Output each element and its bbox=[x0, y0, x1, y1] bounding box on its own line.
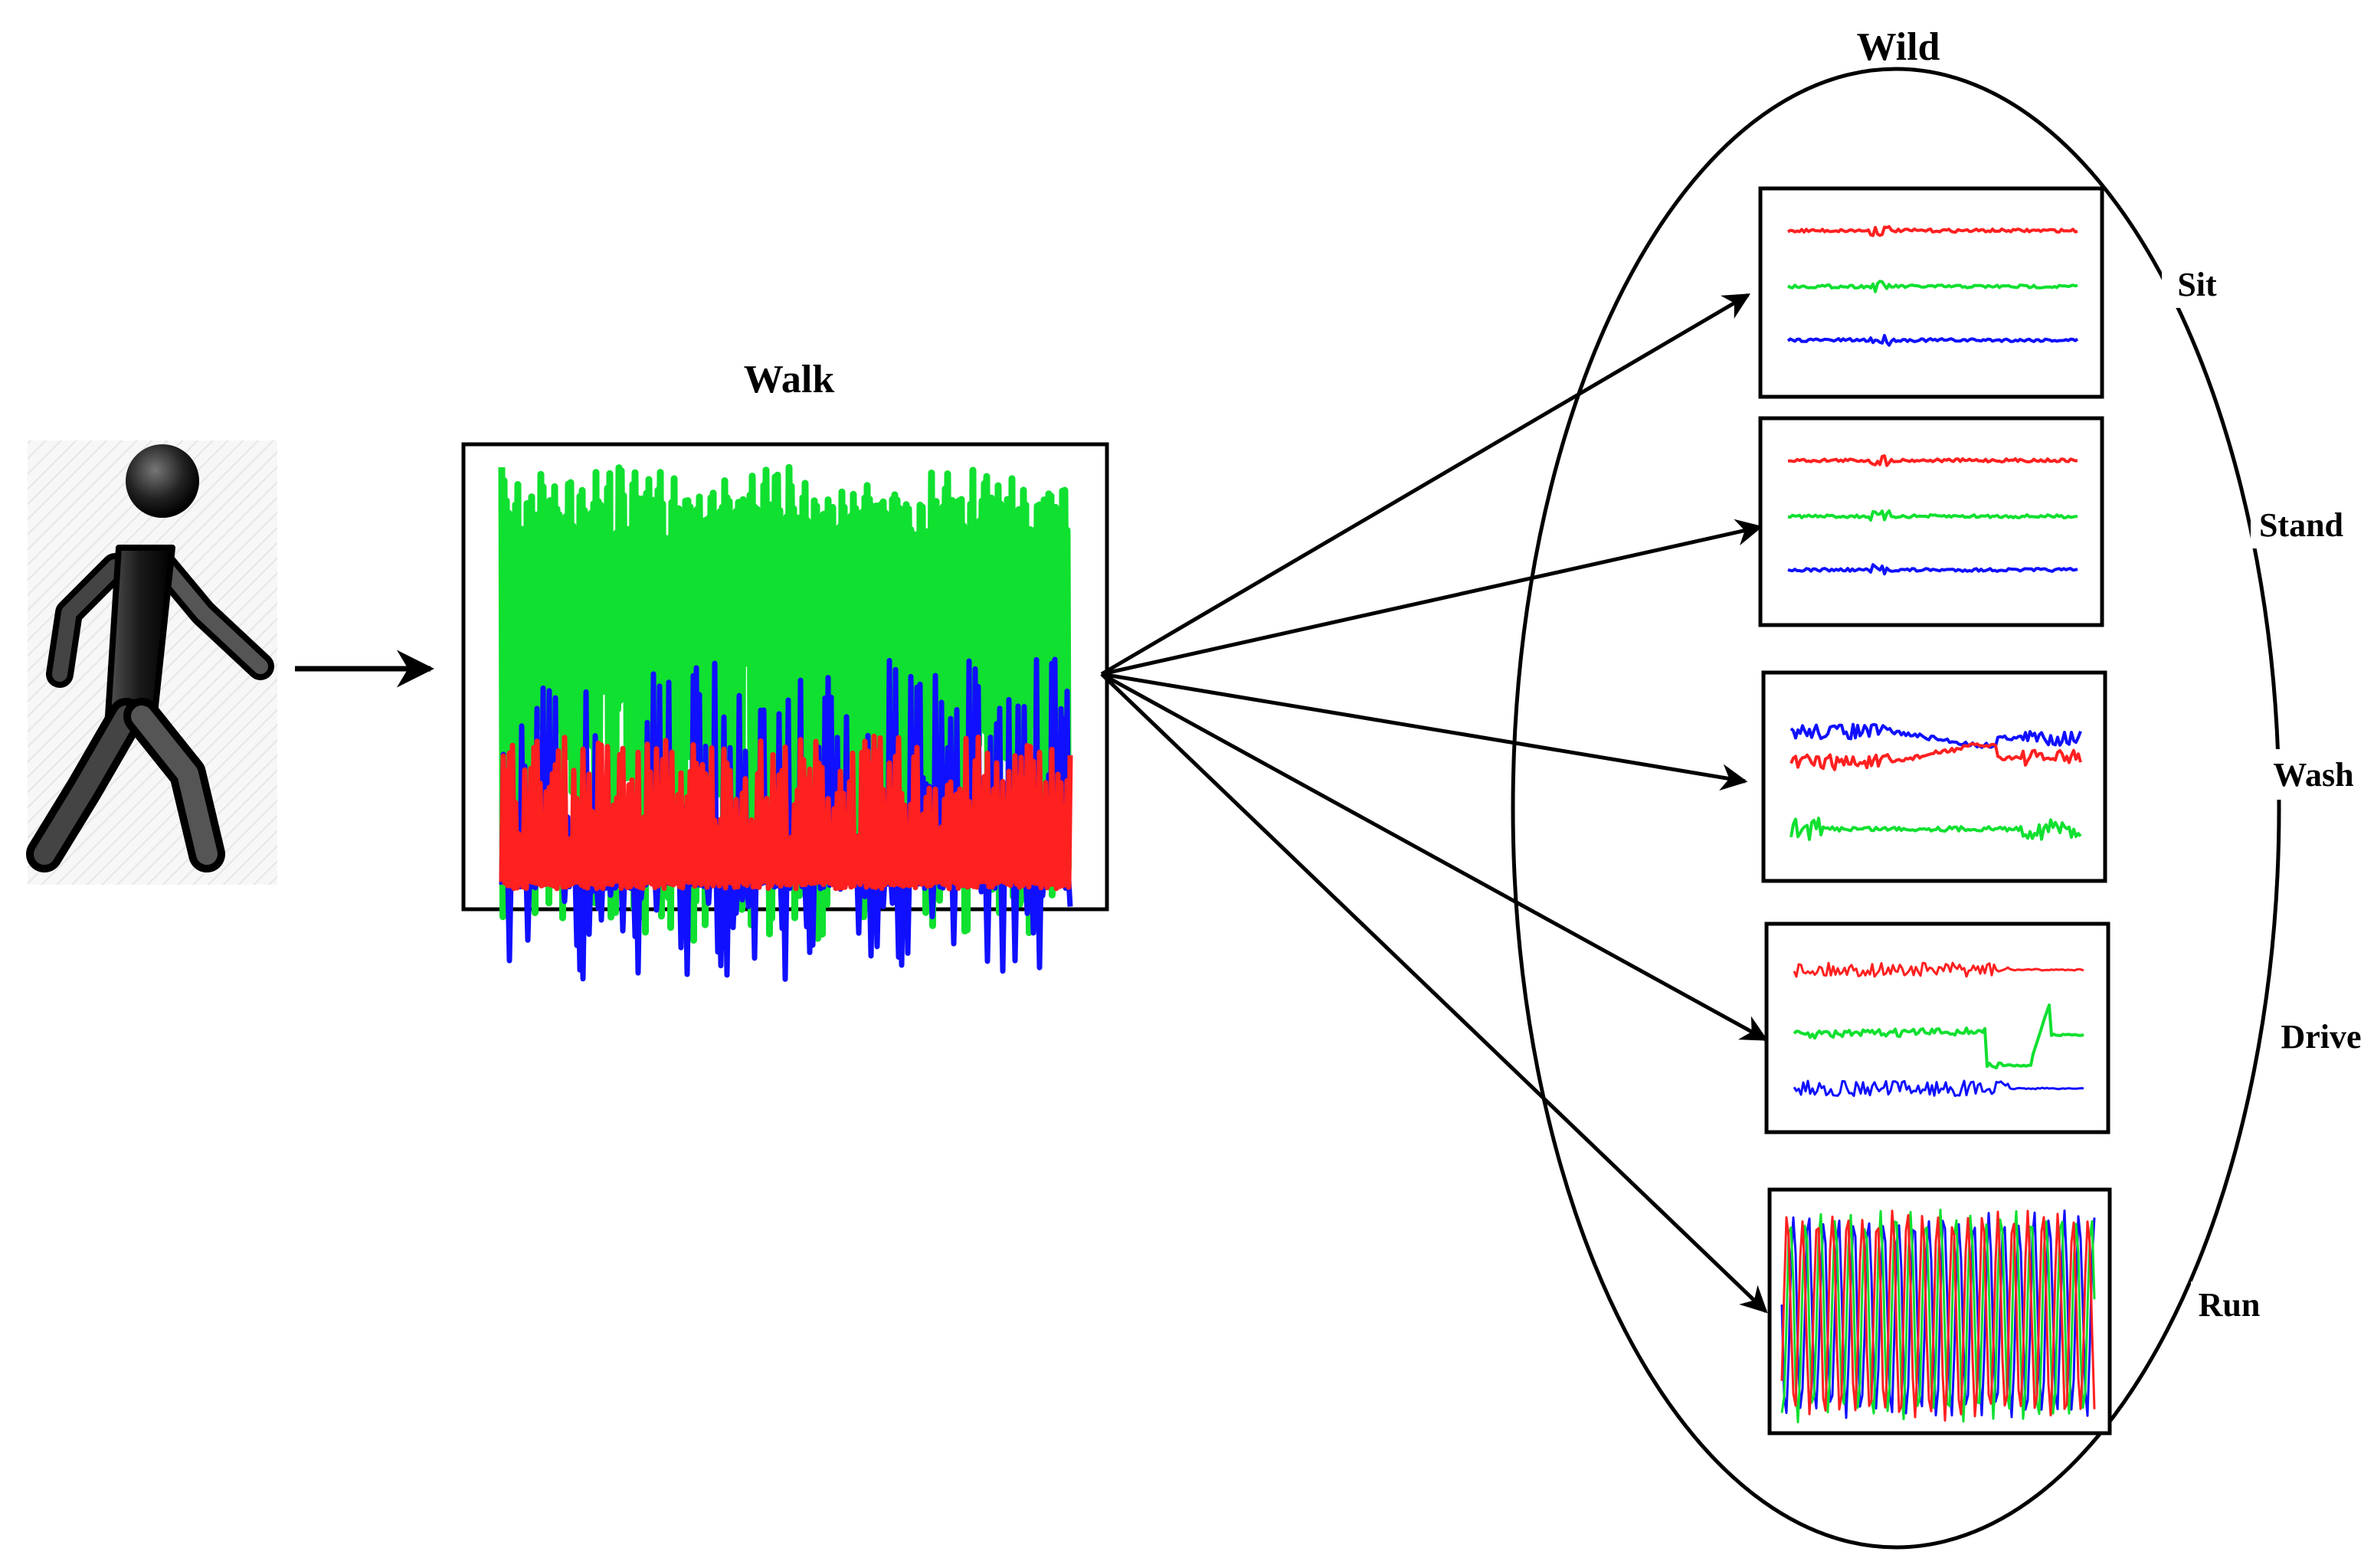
walk-x-axis-trace bbox=[499, 733, 1073, 892]
fan-out-arrows bbox=[1100, 293, 1769, 1314]
activity-label-wash: Wash bbox=[2273, 756, 2353, 794]
walk-title: Walk bbox=[744, 358, 835, 401]
arrow-to-wash bbox=[1101, 672, 1748, 791]
run-z-axis-trace bbox=[1780, 1210, 2096, 1419]
arrow-to-stand bbox=[1101, 519, 1763, 676]
drive-x-axis-trace bbox=[1793, 961, 2084, 978]
activity-panel-run bbox=[1767, 1187, 2112, 1435]
stand-z-axis-trace bbox=[1787, 563, 2078, 576]
stand-y-axis-trace bbox=[1787, 509, 2078, 522]
activity-panel-sit bbox=[1758, 186, 2104, 399]
drive-z-axis-trace bbox=[1793, 1079, 2084, 1098]
wild-title: Wild bbox=[1857, 25, 1940, 69]
wash-y-axis-trace bbox=[1790, 817, 2082, 841]
wild-boundary-ellipse bbox=[1511, 67, 2281, 1550]
drive-y-axis-trace bbox=[1793, 1003, 2084, 1070]
activity-label-sit: Sit bbox=[2177, 266, 2217, 303]
activity-panel-stand bbox=[1758, 416, 2104, 627]
arrow-to-drive bbox=[1100, 672, 1769, 1042]
walk-signal-plot bbox=[498, 463, 1073, 982]
wash-z-axis-trace bbox=[1790, 722, 2082, 749]
activity-panel-frame-stand bbox=[1758, 416, 2104, 627]
walking-person-icon bbox=[26, 440, 277, 885]
activity-label-stand: Stand bbox=[2259, 506, 2343, 544]
activity-panel-wash bbox=[1761, 670, 2107, 883]
sit-y-axis-trace bbox=[1786, 280, 2078, 293]
activity-label-drive: Drive bbox=[2281, 1018, 2361, 1056]
walk-signal-panel bbox=[461, 442, 1109, 982]
activity-label-run: Run bbox=[2199, 1286, 2261, 1324]
run-x-axis-trace bbox=[1780, 1210, 2096, 1422]
activity-panel-drive bbox=[1764, 921, 2110, 1134]
activity-labels: Sit Stand Wash Drive Run bbox=[2162, 259, 2369, 1329]
sit-x-axis-trace bbox=[1786, 224, 2078, 237]
sit-z-axis-trace bbox=[1786, 333, 2079, 347]
activity-panel-frame-sit bbox=[1758, 186, 2104, 399]
arrow-to-sit bbox=[1100, 293, 1751, 676]
wash-x-axis-trace bbox=[1790, 741, 2082, 771]
stand-x-axis-trace bbox=[1787, 454, 2078, 467]
activity-panel-frame-wash bbox=[1761, 670, 2107, 883]
arrow-to-run bbox=[1100, 673, 1768, 1314]
activity-panels bbox=[1758, 186, 2112, 1435]
